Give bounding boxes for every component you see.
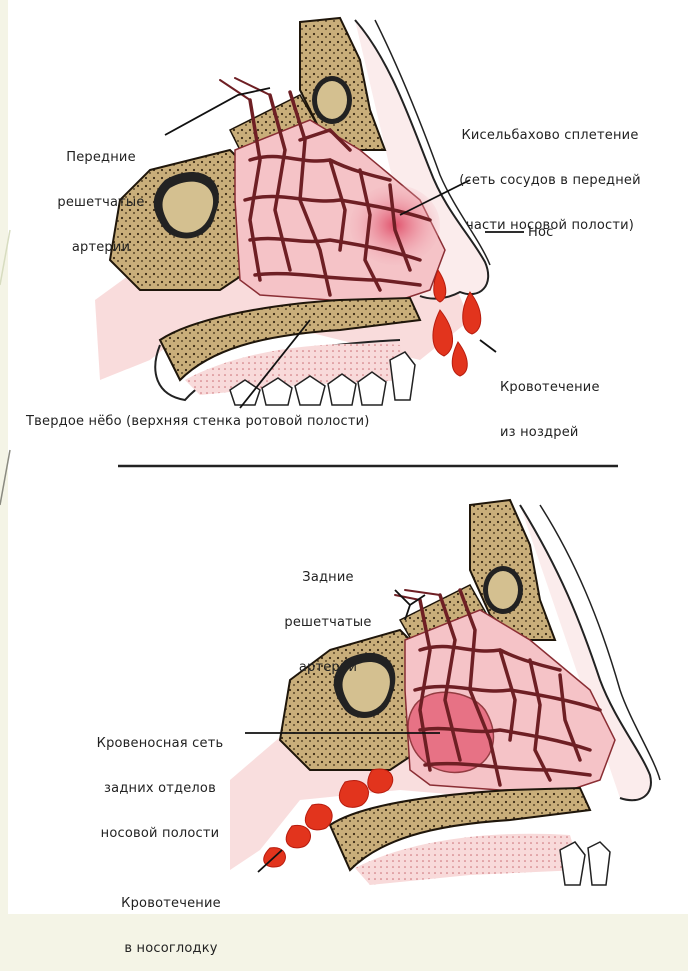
label-line: в носоглодку <box>106 941 236 956</box>
label-posterior-ethmoid-arteries: Задние решетчатые артерии <box>268 540 388 690</box>
label-nose: Нос <box>528 225 553 240</box>
label-nostril-bleeding: Кровотечение из ноздрей <box>500 350 600 455</box>
bottom-teeth <box>560 842 610 885</box>
label-line: носовой полости <box>70 826 250 841</box>
label-line: Передние <box>46 150 156 165</box>
label-line: Кровотечение <box>106 896 236 911</box>
label-line: артерии <box>46 240 156 255</box>
label-posterior-venous-network: Кровеносная сеть задних отделов носовой … <box>70 706 250 856</box>
label-line: артерии <box>268 660 388 675</box>
label-anterior-ethmoid-arteries: Передние решетчатые артерии <box>46 120 156 270</box>
label-line: Задние <box>268 570 388 585</box>
label-line: Кровотечение <box>500 380 600 395</box>
label-line: решетчатые <box>268 615 388 630</box>
label-line: (сеть сосудов в передней <box>420 173 680 188</box>
label-line: Кисельбахово сплетение <box>420 128 680 143</box>
label-line: из ноздрей <box>500 425 600 440</box>
label-line: задних отделов <box>70 781 250 796</box>
label-line: решетчатые <box>46 195 156 210</box>
label-hard-palate: Твердое нёбо (верхняя стенка ротовой пол… <box>26 414 370 429</box>
label-line: Кровеносная сеть <box>70 736 250 751</box>
label-nasopharynx-bleeding: Кровотечение в носоглодку <box>106 866 236 971</box>
